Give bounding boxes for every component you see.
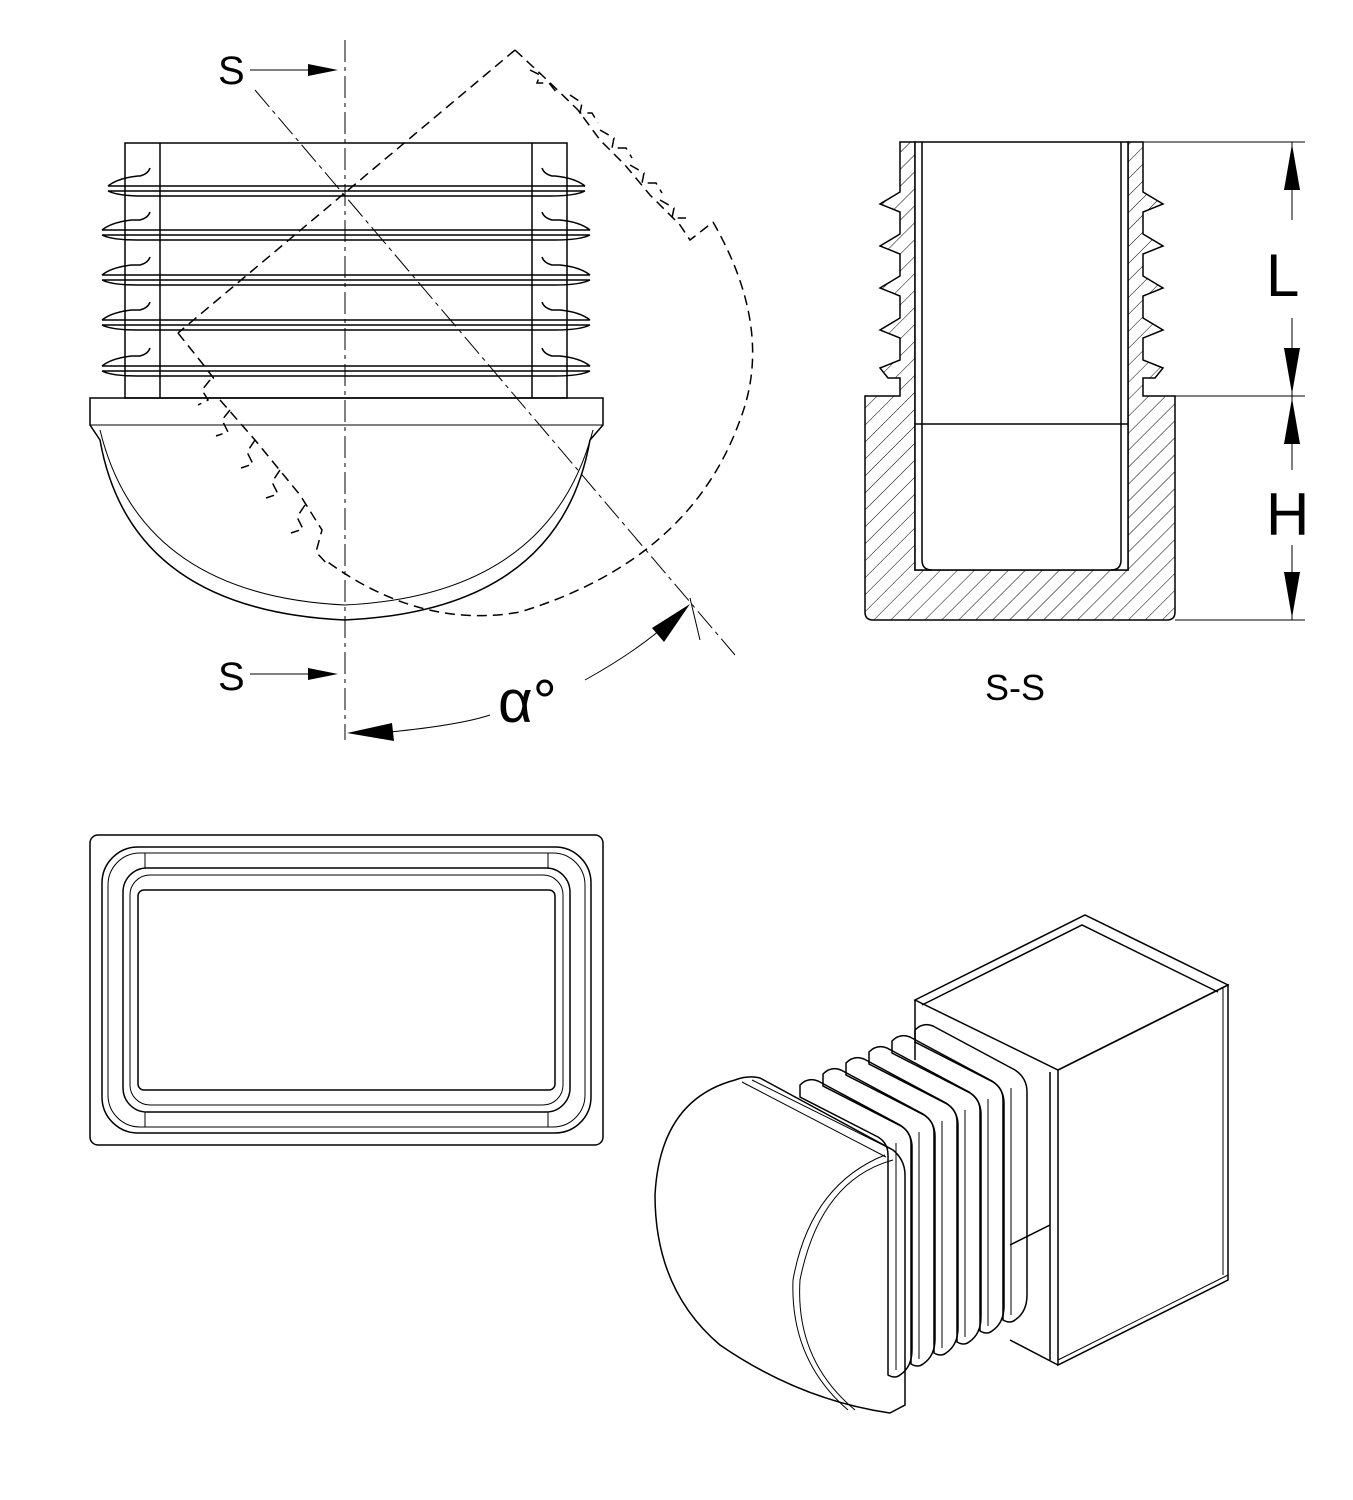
- iso-rib: [799, 1078, 913, 1378]
- section-hatch: [864, 141, 1176, 621]
- dimension-H-label: H: [1266, 481, 1309, 548]
- iso-ribs: [799, 1023, 1028, 1378]
- section-mark-bottom: S: [218, 655, 245, 699]
- section-title: S-S: [985, 667, 1045, 708]
- stem-body: [124, 142, 568, 399]
- front-view: S S α°: [89, 40, 754, 741]
- rib: [107, 167, 586, 197]
- section-view: L H S-S: [864, 141, 1309, 708]
- section-arrow-top: [250, 64, 338, 76]
- rib: [101, 211, 591, 241]
- iso-dome-cap: [654, 1076, 906, 1414]
- angle-label: α°: [498, 668, 557, 735]
- section-arrow-bottom: [250, 668, 338, 680]
- rotated-outline: [177, 49, 754, 617]
- top-view: [89, 834, 604, 1146]
- ribs: [101, 167, 591, 377]
- rib: [101, 347, 591, 377]
- rib: [101, 256, 591, 286]
- angle-dimension: [347, 597, 701, 741]
- dimension-H: [1284, 396, 1300, 620]
- dimension-L-label: L: [1266, 242, 1299, 309]
- tube: [913, 914, 1230, 1367]
- inner-cavity: [914, 141, 1129, 571]
- rib: [101, 301, 591, 331]
- diagonal-centerline: [254, 89, 736, 656]
- dome-cap: [89, 397, 604, 621]
- isometric-view: [654, 914, 1230, 1414]
- section-mark-top: S: [218, 49, 245, 93]
- dimension-L: [1284, 142, 1300, 396]
